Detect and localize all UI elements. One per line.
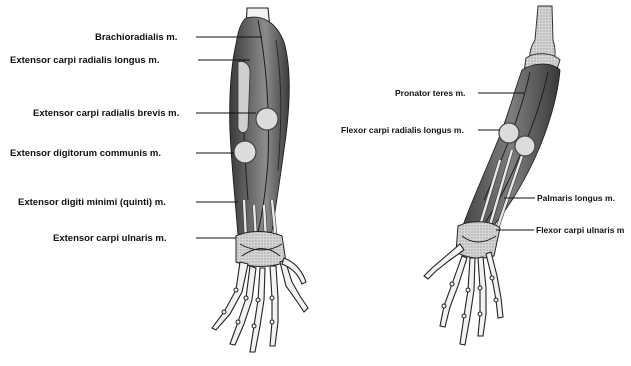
label-flexor-carpi-ulnaris: Flexor carpi ulnaris m — [536, 225, 625, 235]
right-hand-bones — [424, 244, 503, 345]
marker-right-upper — [499, 123, 519, 143]
label-extensor-carpi-ulnaris: Extensor carpi ulnaris m. — [53, 233, 167, 244]
marker-left-upper — [256, 108, 278, 130]
label-extensor-digitorum-communis: Extensor digitorum communis m. — [10, 148, 161, 159]
left-labels: Brachioradialis m. Extensor carpi radial… — [10, 32, 262, 244]
exposed-radius — [238, 61, 250, 132]
label-extensor-carpi-radialis-longus: Extensor carpi radialis longus m. — [10, 55, 159, 66]
left-hand-bones — [212, 258, 308, 352]
label-palmaris-longus: Palmaris longus m. — [537, 193, 615, 203]
right-forearm-illustration — [424, 6, 560, 345]
label-brachioradialis: Brachioradialis m. — [95, 32, 177, 43]
label-flexor-carpi-radialis-longus: Flexor carpi radialis longus m. — [341, 125, 464, 135]
marker-left-lower — [234, 141, 256, 163]
right-forearm-muscles — [462, 64, 560, 228]
right-wrist — [456, 222, 500, 258]
label-extensor-digiti-minimi: Extensor digiti minimi (quinti) m. — [18, 197, 166, 208]
marker-right-lower — [515, 136, 535, 156]
label-pronator-teres: Pronator teres m. — [395, 88, 465, 98]
label-extensor-carpi-radialis-brevis: Extensor carpi radialis brevis m. — [33, 108, 179, 119]
